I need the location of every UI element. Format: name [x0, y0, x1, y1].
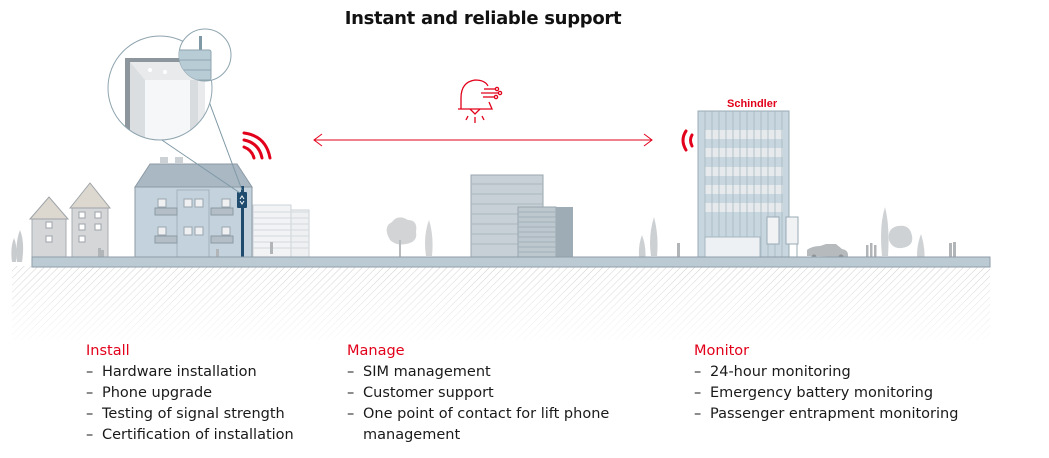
zoom-callout: [107, 28, 243, 194]
house-small: [28, 196, 70, 258]
double-arrow-icon: [313, 133, 653, 147]
signal-waves-icon: [681, 129, 694, 152]
section-heading: Monitor: [694, 343, 750, 359]
list-item: Hardware installation: [86, 362, 294, 383]
street-strip: [31, 256, 991, 268]
section-heading: Install: [86, 343, 130, 359]
office-building-center: [470, 174, 573, 258]
list-item: Passenger entrapment monitoring: [694, 404, 958, 425]
list-item: Phone upgrade: [86, 383, 294, 404]
install-section: Install Hardware installation Phone upgr…: [86, 341, 294, 446]
tree-icon: [386, 217, 433, 257]
list-item: SIM management: [347, 362, 637, 383]
list-item: Certification of installation: [86, 425, 294, 446]
list-item: 24-hour monitoring: [694, 362, 958, 383]
list-item: Emergency battery monitoring: [694, 383, 958, 404]
manage-section: Manage SIM management Customer support O…: [347, 341, 637, 446]
monitor-list: 24-hour monitoring Emergency battery mon…: [694, 362, 958, 425]
tree-icon: [881, 207, 925, 264]
ground-hatching: [12, 266, 990, 340]
lift-phone-device-icon: [237, 186, 247, 258]
list-item: Customer support: [347, 383, 637, 404]
people-icon: [98, 242, 956, 259]
alarm-bell-icon: [458, 79, 503, 123]
monitor-section: Monitor 24-hour monitoring Emergency bat…: [694, 341, 958, 425]
list-item: Testing of signal strength: [86, 404, 294, 425]
city-illustration: Schindler: [11, 28, 991, 340]
brand-logo: Schindler: [727, 98, 778, 110]
tree-icon: [11, 230, 24, 262]
diagram-title: Instant and reliable support: [344, 8, 622, 29]
manage-list: SIM management Customer support One poin…: [347, 362, 637, 446]
apartment-building: [134, 157, 253, 258]
list-item-continuation: management: [363, 427, 461, 443]
office-block-small: [252, 204, 310, 258]
wifi-signal-icon: [242, 131, 272, 160]
house-tall: [68, 182, 112, 259]
install-list: Hardware installation Phone upgrade Test…: [86, 362, 294, 446]
list-item: One point of contact for lift phone: [347, 404, 637, 425]
schindler-headquarters: Schindler: [697, 98, 799, 259]
section-heading: Manage: [347, 343, 405, 359]
